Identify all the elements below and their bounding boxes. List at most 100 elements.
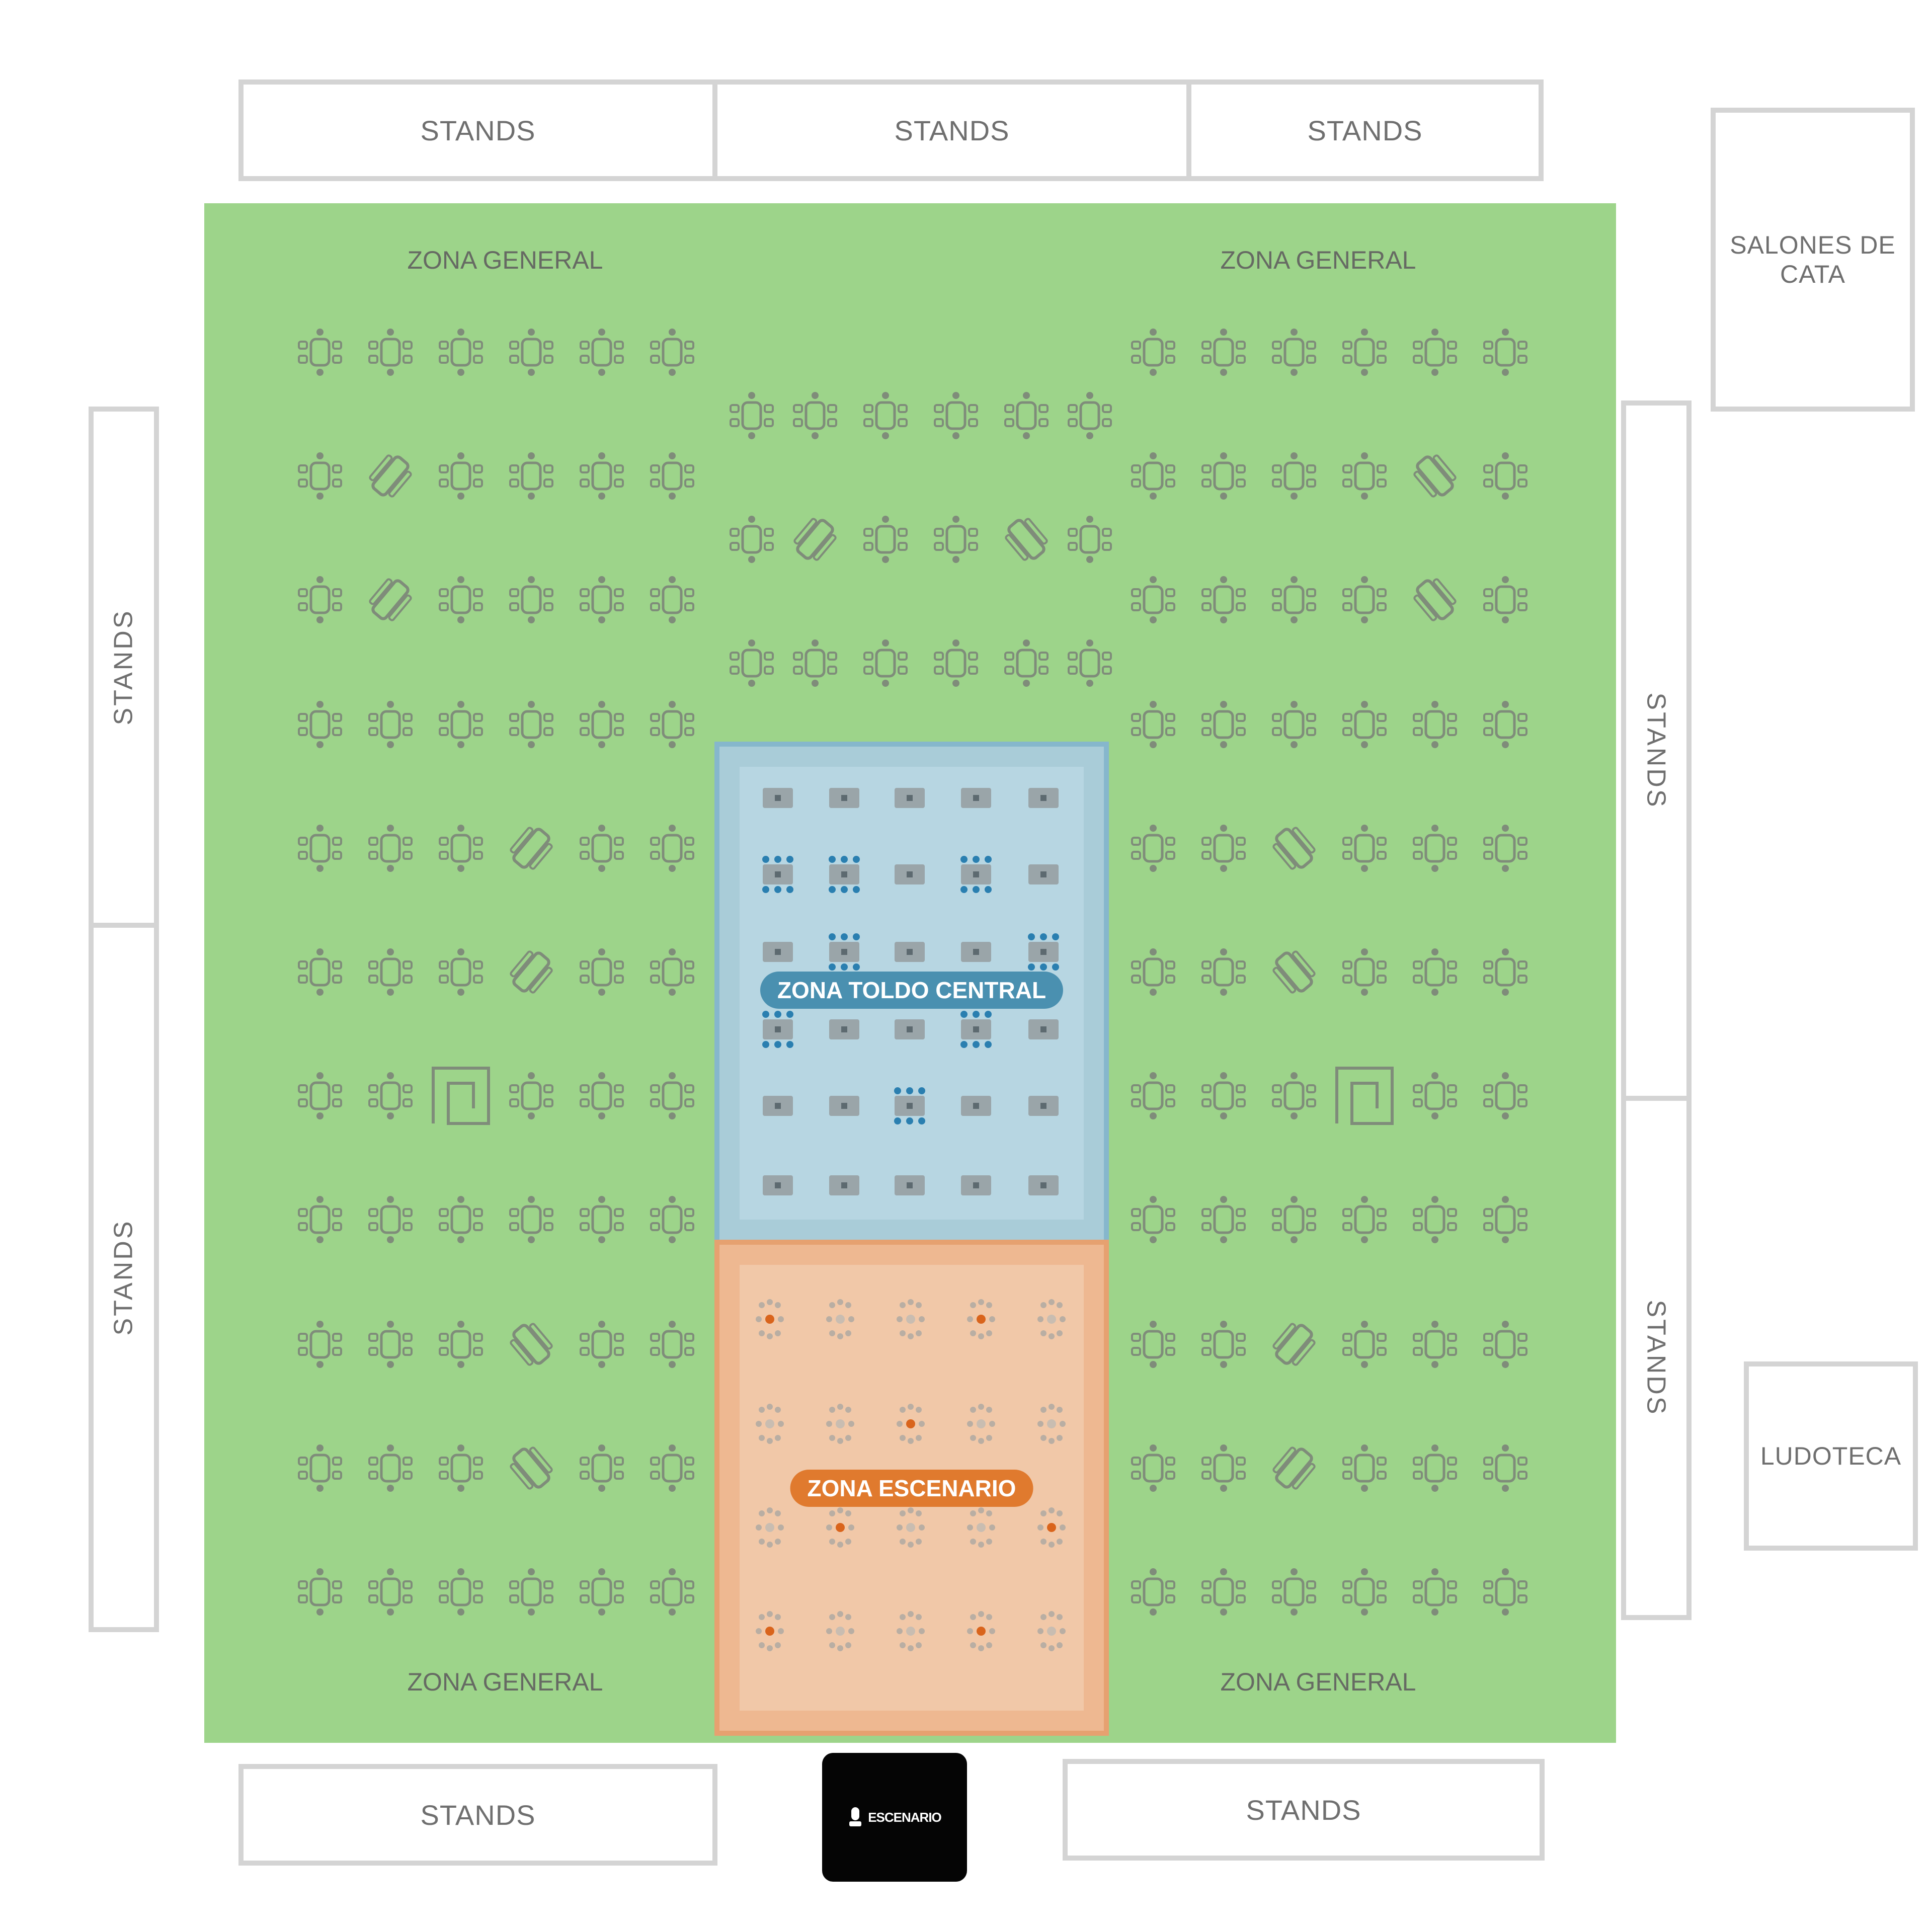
round-table-icon[interactable] bbox=[1413, 1321, 1457, 1368]
stands-top-3[interactable]: STANDS bbox=[1186, 79, 1544, 181]
round-table-icon[interactable] bbox=[439, 329, 483, 376]
round-table-icon[interactable] bbox=[509, 576, 553, 623]
accessible-table-icon[interactable] bbox=[366, 451, 415, 501]
round-table-icon[interactable] bbox=[1201, 1072, 1246, 1119]
round-table-icon[interactable] bbox=[580, 1321, 624, 1368]
round-table-icon[interactable] bbox=[1068, 516, 1112, 563]
round-table-icon[interactable] bbox=[298, 948, 342, 996]
round-table-icon[interactable] bbox=[1413, 701, 1457, 748]
round-table-icon[interactable] bbox=[1131, 701, 1175, 748]
round-table-icon[interactable] bbox=[650, 701, 694, 748]
round-table-icon[interactable] bbox=[1201, 825, 1246, 872]
round-table-icon[interactable] bbox=[580, 1444, 624, 1492]
round-table-icon[interactable] bbox=[1413, 329, 1457, 376]
round-table-icon[interactable] bbox=[1131, 452, 1175, 500]
stands-top-1[interactable]: STANDS bbox=[238, 79, 717, 181]
stage-table-icon[interactable] bbox=[1037, 1611, 1066, 1651]
round-table-icon[interactable] bbox=[1342, 825, 1387, 872]
round-table-icon[interactable] bbox=[650, 1321, 694, 1368]
round-table-icon[interactable] bbox=[509, 701, 553, 748]
stage-table-icon[interactable] bbox=[756, 1299, 784, 1339]
round-table-icon[interactable] bbox=[1483, 576, 1527, 623]
round-table-icon[interactable] bbox=[439, 948, 483, 996]
round-table-icon[interactable] bbox=[1413, 1568, 1457, 1616]
toldo-table-icon[interactable] bbox=[895, 1019, 925, 1039]
round-table-icon[interactable] bbox=[1483, 825, 1527, 872]
toldo-table-icon[interactable] bbox=[763, 864, 793, 884]
toldo-table-icon[interactable] bbox=[763, 1019, 793, 1039]
round-table-icon[interactable] bbox=[1272, 452, 1316, 500]
round-table-icon[interactable] bbox=[650, 948, 694, 996]
stage-table-icon[interactable] bbox=[826, 1404, 854, 1444]
escenario-stage[interactable]: ESCENARIO bbox=[822, 1753, 967, 1882]
round-table-icon[interactable] bbox=[863, 392, 908, 439]
round-table-icon[interactable] bbox=[934, 516, 978, 563]
round-table-icon[interactable] bbox=[298, 701, 342, 748]
round-table-icon[interactable] bbox=[439, 1444, 483, 1492]
round-table-icon[interactable] bbox=[1483, 1568, 1527, 1616]
salones-de-cata[interactable]: SALONES DE CATA bbox=[1711, 108, 1915, 412]
round-table-icon[interactable] bbox=[1131, 1072, 1175, 1119]
round-table-icon[interactable] bbox=[368, 1321, 413, 1368]
round-table-icon[interactable] bbox=[650, 1196, 694, 1243]
round-table-icon[interactable] bbox=[1201, 329, 1246, 376]
accessible-table-icon[interactable] bbox=[507, 947, 555, 997]
round-table-icon[interactable] bbox=[298, 452, 342, 500]
accessible-table-icon[interactable] bbox=[507, 1443, 555, 1493]
round-table-icon[interactable] bbox=[1483, 701, 1527, 748]
round-table-icon[interactable] bbox=[1483, 1196, 1527, 1243]
toldo-table-icon[interactable] bbox=[829, 1096, 859, 1116]
round-table-icon[interactable] bbox=[1004, 392, 1049, 439]
toldo-table-icon[interactable] bbox=[1028, 1175, 1059, 1195]
stands-left-1[interactable]: STANDS bbox=[89, 407, 159, 928]
round-table-icon[interactable] bbox=[1131, 1568, 1175, 1616]
round-table-icon[interactable] bbox=[1272, 576, 1316, 623]
round-table-icon[interactable] bbox=[650, 576, 694, 623]
stage-table-icon[interactable] bbox=[897, 1299, 925, 1339]
round-table-icon[interactable] bbox=[298, 329, 342, 376]
accessible-table-icon[interactable] bbox=[507, 823, 555, 873]
round-table-icon[interactable] bbox=[1272, 1196, 1316, 1243]
round-table-icon[interactable] bbox=[863, 639, 908, 687]
round-table-icon[interactable] bbox=[1201, 1444, 1246, 1492]
stands-right-2[interactable]: STANDS bbox=[1621, 1096, 1692, 1620]
round-table-icon[interactable] bbox=[1201, 948, 1246, 996]
accessible-table-icon[interactable] bbox=[1269, 1319, 1318, 1370]
toldo-table-icon[interactable] bbox=[961, 1096, 991, 1116]
accessible-table-icon[interactable] bbox=[507, 1319, 555, 1370]
round-table-icon[interactable] bbox=[1342, 1444, 1387, 1492]
round-table-icon[interactable] bbox=[1131, 1444, 1175, 1492]
round-table-icon[interactable] bbox=[439, 1321, 483, 1368]
round-table-icon[interactable] bbox=[1342, 1321, 1387, 1368]
stage-table-icon[interactable] bbox=[826, 1611, 854, 1651]
toldo-table-icon[interactable] bbox=[1028, 1019, 1059, 1039]
round-table-icon[interactable] bbox=[1068, 392, 1112, 439]
round-table-icon[interactable] bbox=[650, 1568, 694, 1616]
round-table-icon[interactable] bbox=[1342, 452, 1387, 500]
round-table-icon[interactable] bbox=[439, 701, 483, 748]
round-table-icon[interactable] bbox=[1201, 576, 1246, 623]
stage-table-icon[interactable] bbox=[967, 1507, 995, 1548]
stands-bottom-2[interactable]: STANDS bbox=[1063, 1759, 1545, 1861]
toldo-table-icon[interactable] bbox=[895, 1175, 925, 1195]
round-table-icon[interactable] bbox=[1342, 1196, 1387, 1243]
stage-table-icon[interactable] bbox=[967, 1404, 995, 1444]
round-table-icon[interactable] bbox=[1342, 948, 1387, 996]
round-table-icon[interactable] bbox=[650, 329, 694, 376]
round-table-icon[interactable] bbox=[863, 516, 908, 563]
round-table-icon[interactable] bbox=[368, 948, 413, 996]
round-table-icon[interactable] bbox=[509, 1196, 553, 1243]
toldo-table-icon[interactable] bbox=[829, 864, 859, 884]
toldo-table-icon[interactable] bbox=[829, 788, 859, 808]
round-table-icon[interactable] bbox=[1413, 1196, 1457, 1243]
round-table-icon[interactable] bbox=[1342, 1568, 1387, 1616]
round-table-icon[interactable] bbox=[1413, 948, 1457, 996]
round-table-icon[interactable] bbox=[1272, 1072, 1316, 1119]
round-table-icon[interactable] bbox=[1483, 1072, 1527, 1119]
toldo-table-icon[interactable] bbox=[829, 942, 859, 962]
round-table-icon[interactable] bbox=[368, 1444, 413, 1492]
toldo-table-icon[interactable] bbox=[763, 788, 793, 808]
round-table-icon[interactable] bbox=[580, 701, 624, 748]
round-table-icon[interactable] bbox=[580, 825, 624, 872]
stands-top-2[interactable]: STANDS bbox=[712, 79, 1191, 181]
